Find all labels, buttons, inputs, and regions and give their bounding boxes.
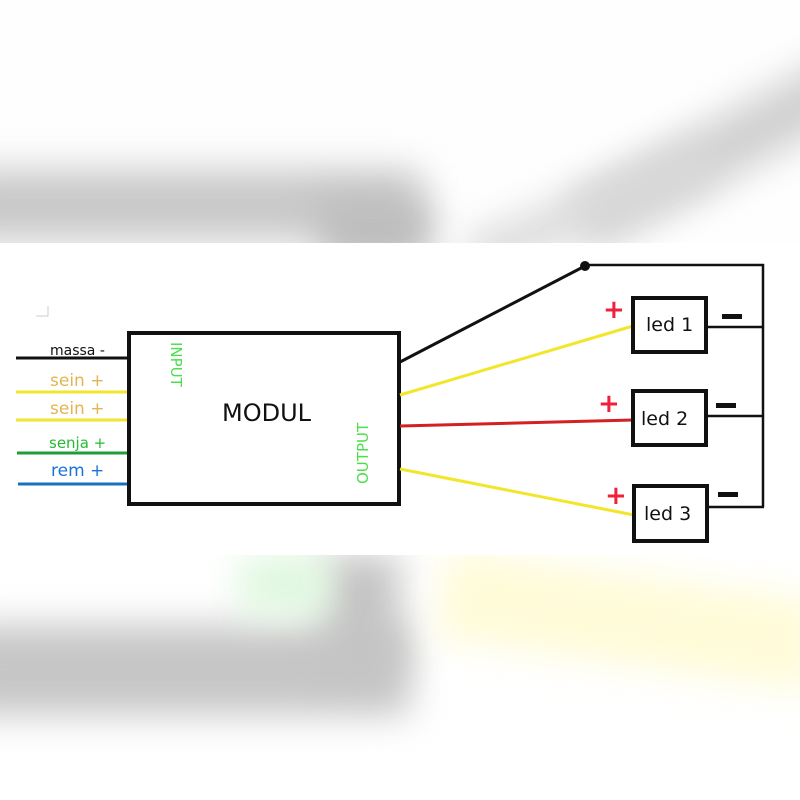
wire-led-1 [399, 324, 634, 397]
module-input-label: INPUT [167, 342, 185, 388]
input-label-sein-1: sein + [50, 371, 104, 391]
corner-mark [36, 306, 49, 317]
led-3-minus-icon [718, 492, 738, 497]
led-2-box [631, 389, 708, 447]
led-3-plus: + [605, 481, 627, 511]
led-1-plus: + [603, 295, 625, 325]
module-title: MODUL [222, 399, 312, 427]
led-1-minus-icon [722, 314, 742, 319]
module-output-label: OUTPUT [354, 422, 372, 484]
input-label-rem: rem + [51, 461, 104, 481]
led-3-label: led 3 [644, 503, 691, 525]
input-label-senja: senja + [49, 434, 106, 452]
wire-led-2 [399, 418, 634, 428]
led-3-box [632, 484, 709, 543]
led-1-label: led 1 [646, 314, 693, 336]
module-box [127, 331, 401, 506]
input-label-massa: massa - [50, 343, 105, 359]
led-2: led 2 + [598, 389, 764, 447]
led-2-minus-icon [716, 403, 736, 408]
led-1-box [631, 296, 708, 354]
blurred-background-top [0, 0, 800, 243]
wiring-diagram: massa - sein + sein + senja + rem + MODU… [0, 243, 800, 555]
led-2-label: led 2 [641, 408, 688, 430]
led-2-plus: + [598, 389, 620, 419]
led-3: led 3 + [605, 481, 764, 543]
input-label-sein-2: sein + [50, 399, 104, 419]
blurred-background-bottom [0, 555, 800, 800]
led-1: led 1 + [603, 295, 764, 354]
wire-ground-diagonal [399, 264, 586, 364]
wire-led-3 [399, 467, 635, 517]
